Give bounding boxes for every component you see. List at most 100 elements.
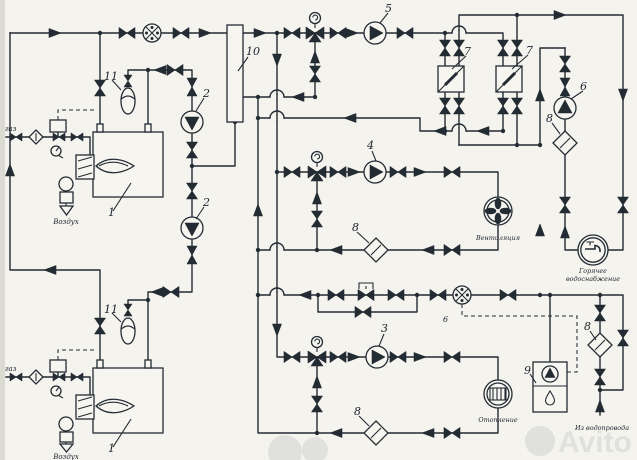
scan-edge	[0, 0, 5, 460]
boiler-pump-top-icon	[180, 110, 204, 134]
heating-caption: Отопление	[478, 416, 517, 424]
pump-ventilation-number: 4	[366, 139, 374, 152]
gate-valve-icon	[283, 27, 301, 39]
air-bottom-caption: Воздух	[52, 453, 79, 460]
dosing-number: 9	[524, 364, 531, 377]
check-valve-icon	[499, 289, 517, 301]
vessel-top-number: 11	[104, 70, 118, 83]
gate-valve-icon	[453, 97, 465, 115]
air-top-caption: Воздух	[52, 218, 79, 226]
expansion-vessel-top	[120, 87, 136, 115]
gas-filter-icon	[28, 129, 44, 145]
cold-water-caption: Из водопровода	[574, 424, 629, 432]
burner-top	[50, 145, 95, 217]
gas-valves	[9, 132, 84, 382]
gate-valve-icon	[311, 210, 323, 228]
gate-valve-icon	[617, 329, 629, 347]
gate-valve-icon	[118, 27, 136, 39]
vessel-bottom-number: 11	[104, 303, 118, 316]
hot-water-tap	[577, 234, 609, 266]
ventilation-caption: Вентиляция	[475, 234, 520, 242]
heating-pump-icon	[365, 345, 389, 369]
droplet-icon	[544, 389, 556, 406]
gate-valve-icon	[354, 306, 372, 318]
check-valve-icon	[186, 245, 198, 265]
pump-hx-number: 5	[385, 2, 392, 15]
gate-valve-icon	[511, 97, 523, 115]
vessel-valve-icon	[123, 74, 133, 88]
boiler-bottom	[92, 359, 164, 434]
gate-valve-icon	[94, 317, 106, 335]
three-way-valve-icon	[305, 11, 325, 43]
filter-recirc-number: 8	[546, 112, 553, 125]
burner-fan-icon	[58, 176, 74, 192]
gate-valve-icon	[439, 39, 451, 57]
boiler-top-number: 1	[108, 206, 115, 219]
gate-valve-icon	[389, 351, 407, 363]
gate-valve-icon	[594, 368, 606, 386]
three-way-valve-icon	[307, 150, 327, 182]
burner-fan-icon	[58, 416, 74, 432]
boiler-top	[92, 123, 164, 198]
gate-valve-icon	[453, 39, 465, 57]
gate-valve-icon	[439, 97, 451, 115]
gate-valve-icon	[283, 351, 301, 363]
pump-heating-number: 3	[381, 322, 388, 335]
gate-valve-icon	[309, 65, 321, 83]
heat-meter-icon	[142, 23, 162, 43]
burner-flame-icon	[95, 398, 136, 414]
hydraulic-separator	[226, 24, 244, 123]
air-inlet-icon	[58, 205, 75, 217]
gate-valve-icon	[387, 289, 405, 301]
gate-valve-icon	[172, 27, 190, 39]
ventilation-coil	[483, 196, 513, 226]
gate-valve-icon	[186, 182, 198, 200]
dosing-unit	[532, 361, 568, 413]
gas-regulator-icon	[49, 119, 67, 133]
gate-valve-icon	[311, 395, 323, 413]
hx-right-number: 7	[526, 44, 533, 57]
gate-valve-icon	[497, 39, 509, 57]
pump-top-number: 2	[202, 87, 210, 100]
strainer-icon	[587, 332, 613, 358]
filter-heating-number: 8	[354, 405, 361, 418]
gate-valve-icon	[511, 39, 523, 57]
check-valve-icon	[559, 77, 571, 97]
gate-valve-icon	[443, 166, 461, 178]
vessel-valve-icon	[123, 303, 133, 317]
gas-top-caption: газ	[5, 125, 17, 133]
gate-valve-icon	[357, 289, 375, 301]
filter-ventilation-number: 8	[352, 221, 359, 234]
gate-valve-icon	[166, 64, 184, 76]
gate-valve-icon	[389, 166, 407, 178]
boiler-bottom-number: 1	[108, 442, 115, 455]
label-leaders	[111, 12, 597, 448]
heat-exchanger-left	[437, 65, 465, 93]
gate-valve-icon	[283, 166, 301, 178]
valve-actuator-icon	[358, 282, 374, 289]
gate-valve-icon	[443, 427, 461, 439]
gate-valve-icon	[497, 97, 509, 115]
strainer-icon	[552, 130, 578, 156]
ventilation-pump-icon	[363, 160, 387, 184]
gate-valve-icon	[443, 351, 461, 363]
pump-bottom-number: 2	[202, 196, 210, 209]
boiler-pump-bottom-icon	[180, 216, 204, 240]
gate-valve-icon	[443, 244, 461, 256]
hot-water-caption-1: Горячее	[578, 267, 607, 275]
three-way-valve-icon	[307, 335, 327, 367]
heat-exchanger-right	[495, 65, 523, 93]
gate-valve-icon	[429, 289, 447, 301]
pipe-crossing-hops	[269, 25, 467, 299]
watermark: Avito	[268, 426, 632, 460]
gas-regulator-icon	[49, 359, 67, 373]
filter-coldwater-number: 8	[584, 320, 591, 333]
check-valve-icon	[186, 77, 198, 97]
gate-valve-icon	[329, 166, 347, 178]
gate-valve-icon	[186, 141, 198, 159]
gas-bottom-caption: газ	[5, 365, 17, 373]
gate-valve-icon	[327, 289, 345, 301]
separator-number: 10	[246, 45, 260, 58]
pump-recirc-number: 6	[580, 80, 587, 93]
